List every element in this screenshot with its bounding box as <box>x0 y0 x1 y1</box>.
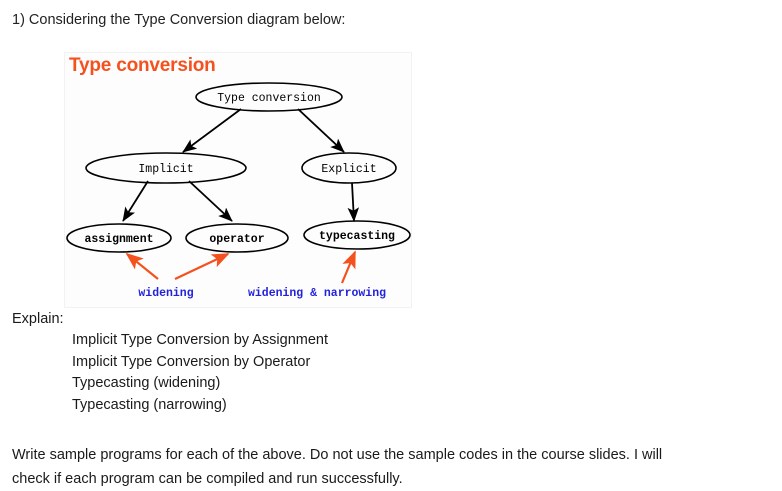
list-item: Implicit Type Conversion by Operator <box>72 353 311 370</box>
diagram-title: Type conversion <box>69 55 216 76</box>
node-explicit-label: Explicit <box>321 163 376 176</box>
diagram-canvas: Type conversion Implicit Explicit assign… <box>66 82 411 300</box>
arrow-widening-narrowing-to-typecasting <box>340 250 357 284</box>
edge-explicit-typecasting <box>347 182 360 222</box>
node-typecasting-label: typecasting <box>319 230 395 243</box>
arrow-widening-to-assignment <box>125 252 159 280</box>
node-type-conversion: Type conversion <box>195 82 343 112</box>
node-operator-label: operator <box>209 233 264 246</box>
node-type-conversion-label: Type conversion <box>217 92 321 105</box>
node-assignment-label: assignment <box>84 233 153 246</box>
annotation-widening: widening <box>138 287 193 300</box>
node-typecasting: typecasting <box>303 220 411 250</box>
list-item: Implicit Type Conversion by Assignment <box>72 332 329 348</box>
node-implicit: Implicit <box>85 152 247 184</box>
question-prompt: 1) Considering the Type Conversion diagr… <box>12 12 346 28</box>
closing-instructions: Write sample programs for each of the ab… <box>12 443 772 491</box>
node-assignment: assignment <box>66 223 172 253</box>
explain-list: Implicit Type Conversion by Assignment I… <box>72 330 328 416</box>
edge-root-explicit <box>297 108 345 153</box>
arrow-widening-to-operator <box>174 253 230 280</box>
type-conversion-diagram: Type conversion Type conversion Implicit <box>64 52 412 308</box>
closing-line-1: Write sample programs for each of the ab… <box>12 447 663 463</box>
annotation-widening-narrowing: widening & narrowing <box>248 287 386 300</box>
node-operator: operator <box>185 223 289 253</box>
node-explicit: Explicit <box>301 152 397 184</box>
closing-line-2: check if each program can be compiled an… <box>12 471 403 487</box>
edge-implicit-assignment <box>122 180 149 222</box>
explain-heading: Explain: <box>12 311 64 327</box>
edge-implicit-operator <box>188 180 233 222</box>
list-item: Typecasting (narrowing) <box>72 396 227 413</box>
node-implicit-label: Implicit <box>138 163 193 176</box>
list-item: Typecasting (widening) <box>72 375 221 391</box>
edge-root-implicit <box>182 108 242 153</box>
